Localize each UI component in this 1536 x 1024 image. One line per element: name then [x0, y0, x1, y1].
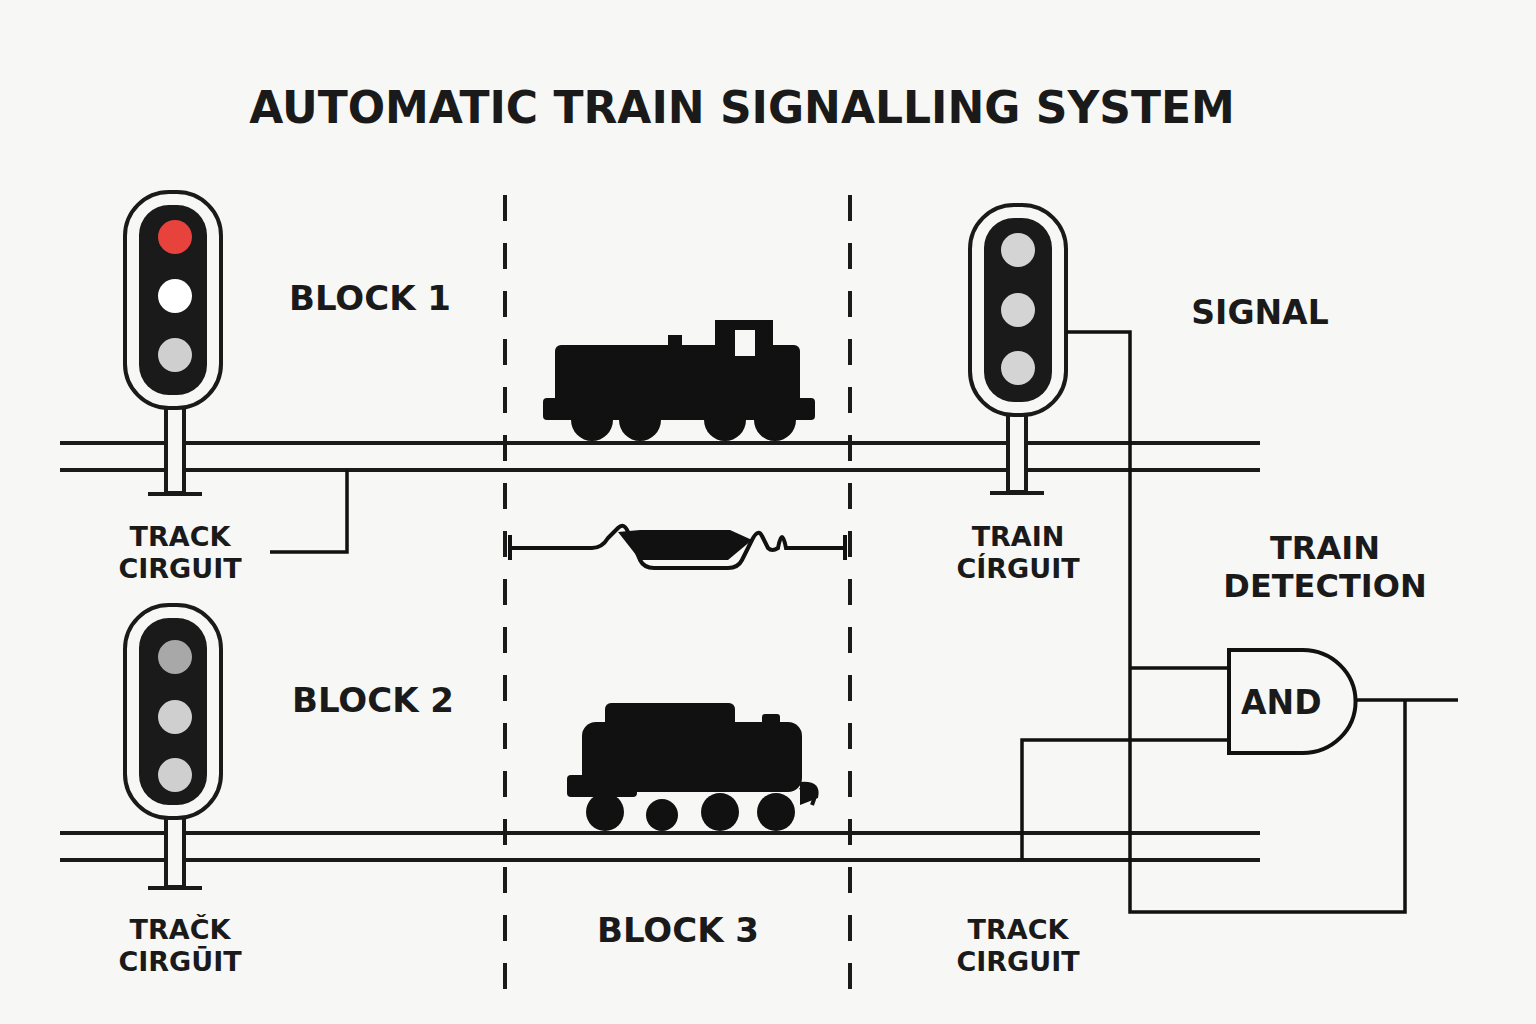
drawing-part [984, 218, 1052, 402]
drawing-part [158, 338, 192, 372]
drawing-part [646, 799, 678, 831]
drawing-part [800, 782, 819, 805]
drawing-part [715, 320, 773, 360]
rails [60, 443, 1260, 860]
drawing-part [166, 815, 184, 887]
drawing-part [125, 192, 221, 408]
drawing-part [148, 886, 202, 890]
drawing-part [1001, 293, 1035, 327]
drawing-part [158, 279, 192, 313]
drawing-part [510, 526, 845, 568]
drawing-part [60, 441, 1260, 445]
signal-right [970, 205, 1066, 493]
drawing-part [1022, 740, 1227, 860]
drawing-part [1352, 698, 1458, 702]
drawing-part [990, 491, 1044, 495]
drawing-part [1001, 351, 1035, 385]
locomotive-top [543, 320, 815, 441]
block-label: BLOCK 1 [289, 278, 451, 318]
drawing-part [619, 399, 661, 441]
drawing-part [970, 205, 1066, 415]
drawing-part [701, 793, 739, 831]
drawing-part [125, 605, 221, 818]
gate-label: AND [1227, 682, 1336, 721]
drawing-part [139, 205, 207, 395]
drawing-part [166, 405, 184, 493]
drawing-part [60, 858, 1260, 862]
drawing-part [60, 468, 1260, 472]
drawing-part [60, 831, 1260, 835]
block-dividers [505, 195, 850, 1005]
drawing-part [158, 640, 192, 674]
drawing-part [158, 700, 192, 734]
locomotive-bottom [567, 703, 819, 831]
drawing-part [1130, 666, 1227, 670]
block-label: BLOCK 3 [597, 910, 759, 950]
signal-1 [125, 192, 221, 494]
drawing-part [158, 220, 192, 254]
drawing-part [1001, 233, 1035, 267]
drawing-part [754, 399, 796, 441]
drawing-part [800, 787, 815, 805]
diagram-title: AUTOMATIC TRAIN SIGNALLING SYSTEM [249, 82, 1235, 134]
drawing-part [735, 330, 755, 356]
drawing-part [139, 618, 207, 805]
train-circuit-label: TRAIN CÍRGUIT [938, 521, 1098, 585]
drawing-part [757, 793, 795, 831]
drawing-part [503, 195, 507, 1005]
drawing-part [148, 492, 202, 496]
and-gate: AND [1227, 648, 1358, 755]
drawing-part [762, 714, 780, 728]
drawing-part [668, 335, 682, 349]
drawing-part [270, 470, 347, 552]
track-circuit-label: TRACK CIRGUIT [938, 914, 1098, 978]
drawing-part [1008, 412, 1026, 492]
drawing-part [571, 399, 613, 441]
drawing-part [586, 793, 624, 831]
signal-2 [125, 605, 221, 888]
drawing-part [618, 530, 752, 560]
drawing-part [848, 195, 852, 1005]
train-detection-label: TRAIN DETECTION [1200, 530, 1450, 606]
drawing-part [1066, 332, 1405, 912]
signal-label: SIGNAL [1191, 294, 1328, 333]
waveform [510, 526, 845, 568]
track-circuit-label: TRAČK CIRGŪIT [100, 914, 260, 978]
block-label: BLOCK 2 [292, 680, 454, 720]
drawing-part [704, 399, 746, 441]
wires [270, 332, 1458, 912]
track-circuit-label: TRACK CIRGUIT [100, 521, 260, 585]
drawing-part [158, 758, 192, 792]
